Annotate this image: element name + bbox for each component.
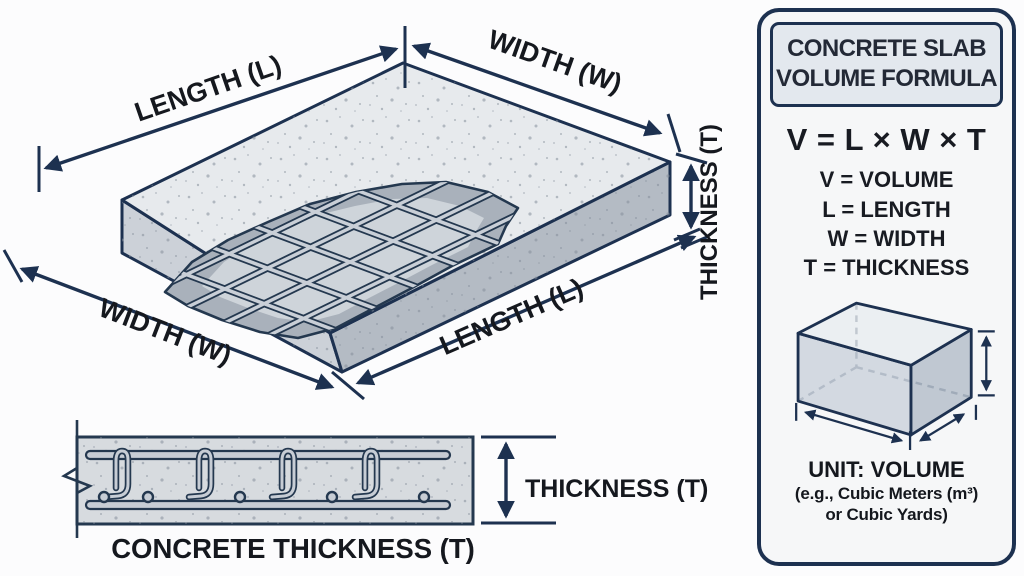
definition-thickness: T = THICKNESS [803, 254, 970, 280]
unit-title: UNIT: VOLUME [808, 456, 965, 482]
dimension-lines [2, 26, 708, 401]
thickness-right-label: THICKNESS (T) [696, 124, 723, 300]
slab-illustration: LENGTH (L) WIDTH (W) THICKNESS (T) LENGT… [2, 24, 723, 564]
box-dimensions [794, 329, 995, 450]
formula-panel: CONCRETE SLAB VOLUME FORMULA V = L × W ×… [757, 8, 1016, 566]
definition-volume: V = VOLUME [819, 167, 954, 193]
definition-width: W = WIDTH [827, 225, 946, 251]
panel-title-line1: CONCRETE SLAB [787, 35, 986, 62]
width-bottom-arrow [19, 266, 335, 390]
length-bottom-arrow [355, 234, 697, 386]
unit-line2: or Cubic Yards) [825, 505, 948, 525]
unit-line1: (e.g., Cubic Meters (m³) [794, 483, 979, 503]
break-symbol [61, 420, 94, 538]
width-top-label: WIDTH (W) [484, 24, 625, 99]
volume-formula: V = L × W × T [786, 122, 987, 158]
definition-length: L = LENGTH [822, 196, 951, 222]
box-top-face [796, 301, 973, 367]
variable-definitions: V = VOLUME L = LENGTH W = WIDTH T = THIC… [761, 165, 1012, 281]
bottom-rebar [84, 499, 452, 511]
cs-thickness-label: THICKNESS (T) [525, 475, 708, 503]
bar-ends [97, 490, 431, 504]
width-top-arrow [411, 42, 663, 137]
cs-caption: CONCRETE THICKNESS (T) [111, 533, 475, 564]
panel-title: CONCRETE SLAB VOLUME FORMULA [770, 22, 1003, 108]
length-top-label: LENGTH (L) [131, 49, 285, 127]
volume-box-illustration [794, 301, 995, 450]
panel-title-line2: VOLUME FORMULA [776, 65, 998, 93]
cs-thickness-dim [481, 435, 556, 525]
top-rebar [84, 449, 452, 461]
length-top-arrow [43, 45, 399, 172]
cross-section: THICKNESS (T) CONCRETE THICKNESS (T) [61, 420, 708, 564]
